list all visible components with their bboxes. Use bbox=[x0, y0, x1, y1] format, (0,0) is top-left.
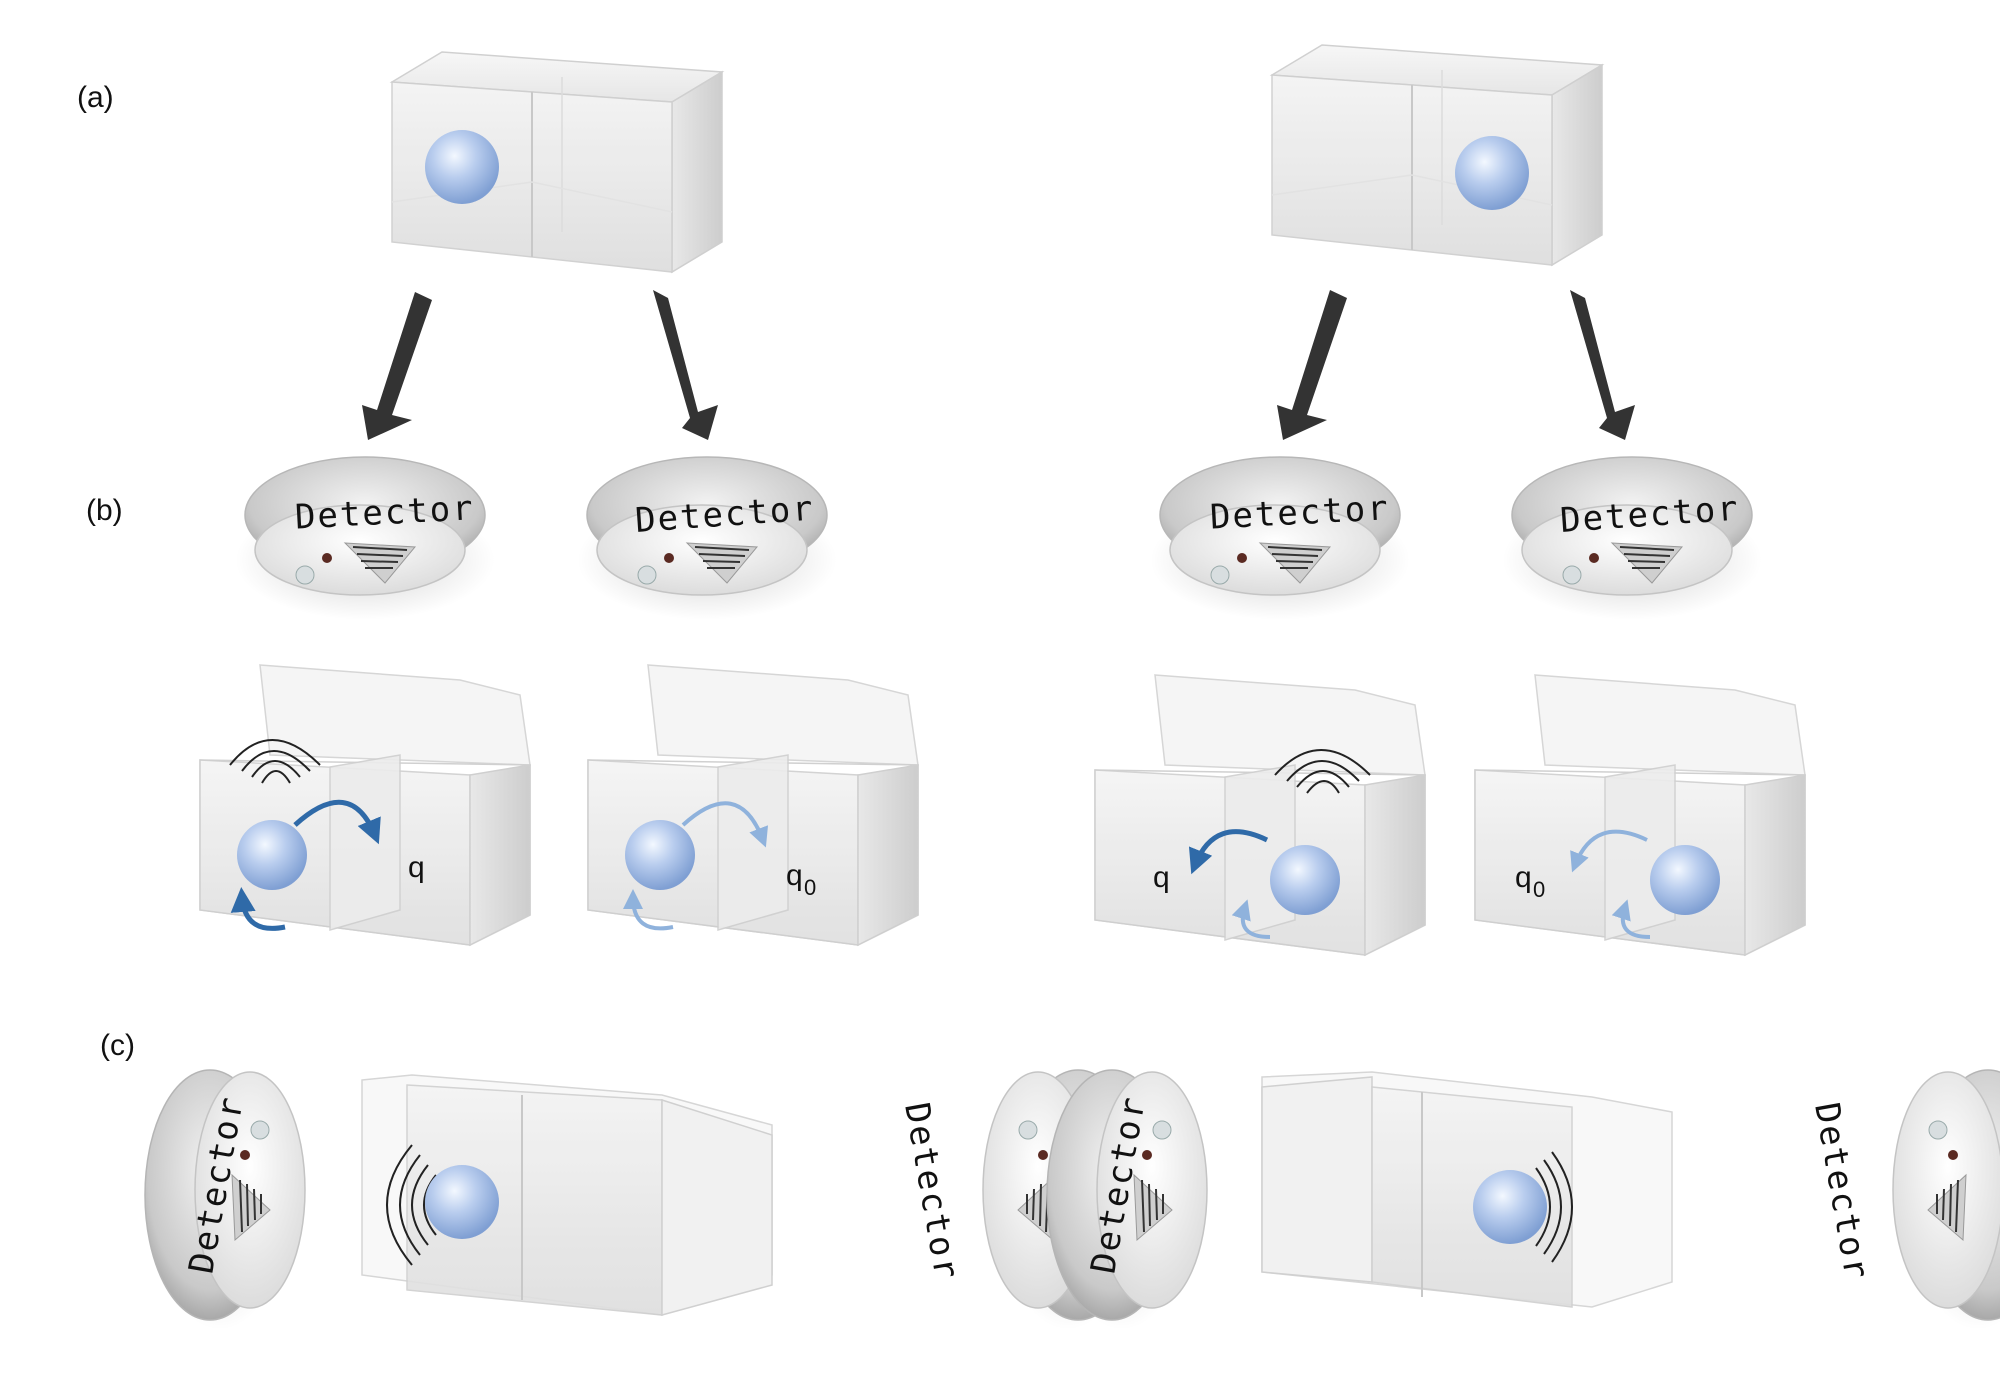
detector-c3: Detector bbox=[1046, 1069, 1208, 1331]
q0-label: q bbox=[1515, 861, 1532, 894]
signal-waves-icon bbox=[229, 739, 321, 784]
ball-icon bbox=[1455, 136, 1529, 210]
q0-subscript: 0 bbox=[804, 875, 816, 900]
box-b1: q bbox=[199, 664, 531, 946]
curved-arrow-icon bbox=[1188, 829, 1269, 875]
q-label: q bbox=[1153, 861, 1170, 894]
q0-label: q bbox=[786, 859, 803, 892]
box-right-initial bbox=[1271, 44, 1603, 266]
panel-label-b: (b) bbox=[86, 494, 123, 527]
curved-arrow-icon bbox=[1570, 829, 1648, 873]
curved-arrow-icon bbox=[293, 799, 381, 845]
ball-icon bbox=[1650, 845, 1720, 915]
box-c-right bbox=[1261, 1071, 1673, 1308]
ball-icon bbox=[425, 130, 499, 204]
signal-waves-icon bbox=[386, 1144, 437, 1266]
ball-icon bbox=[425, 1165, 499, 1239]
q0-subscript: 0 bbox=[1533, 877, 1545, 902]
ball-icon bbox=[625, 820, 695, 890]
detector-b2: Detector bbox=[576, 456, 838, 621]
detector-label: Detector bbox=[896, 1100, 967, 1284]
box-left-initial bbox=[391, 51, 723, 273]
box-b4: q 0 bbox=[1474, 674, 1806, 956]
detector-b3: Detector bbox=[1149, 456, 1411, 621]
detector-c1: Detector bbox=[144, 1069, 306, 1331]
curved-arrow-icon bbox=[681, 801, 769, 848]
signal-waves-icon bbox=[1274, 749, 1371, 794]
detector-b4: Detector bbox=[1501, 456, 1763, 621]
curved-arrow-icon bbox=[230, 887, 286, 931]
q-label: q bbox=[408, 851, 425, 884]
detector-b1: Detector bbox=[234, 456, 496, 621]
box-c-left bbox=[361, 1074, 773, 1316]
ball-icon bbox=[1473, 1170, 1547, 1244]
panel-label-a: (a) bbox=[77, 81, 114, 114]
detector-label: Detector bbox=[294, 488, 476, 537]
ball-icon bbox=[237, 820, 307, 890]
down-arrow-icon bbox=[362, 290, 1635, 440]
detector-label: Detector bbox=[1806, 1100, 1877, 1284]
detector-c4 bbox=[1892, 1069, 2000, 1331]
curved-arrow-icon bbox=[1231, 899, 1271, 939]
ball-icon bbox=[1270, 845, 1340, 915]
curved-arrow-icon bbox=[1611, 899, 1651, 939]
curved-arrow-icon bbox=[623, 889, 674, 931]
detector-label: Detector bbox=[1209, 488, 1391, 537]
box-b3: q bbox=[1094, 674, 1426, 956]
panel-label-c: (c) bbox=[100, 1029, 135, 1062]
box-b2: q 0 bbox=[587, 664, 919, 946]
